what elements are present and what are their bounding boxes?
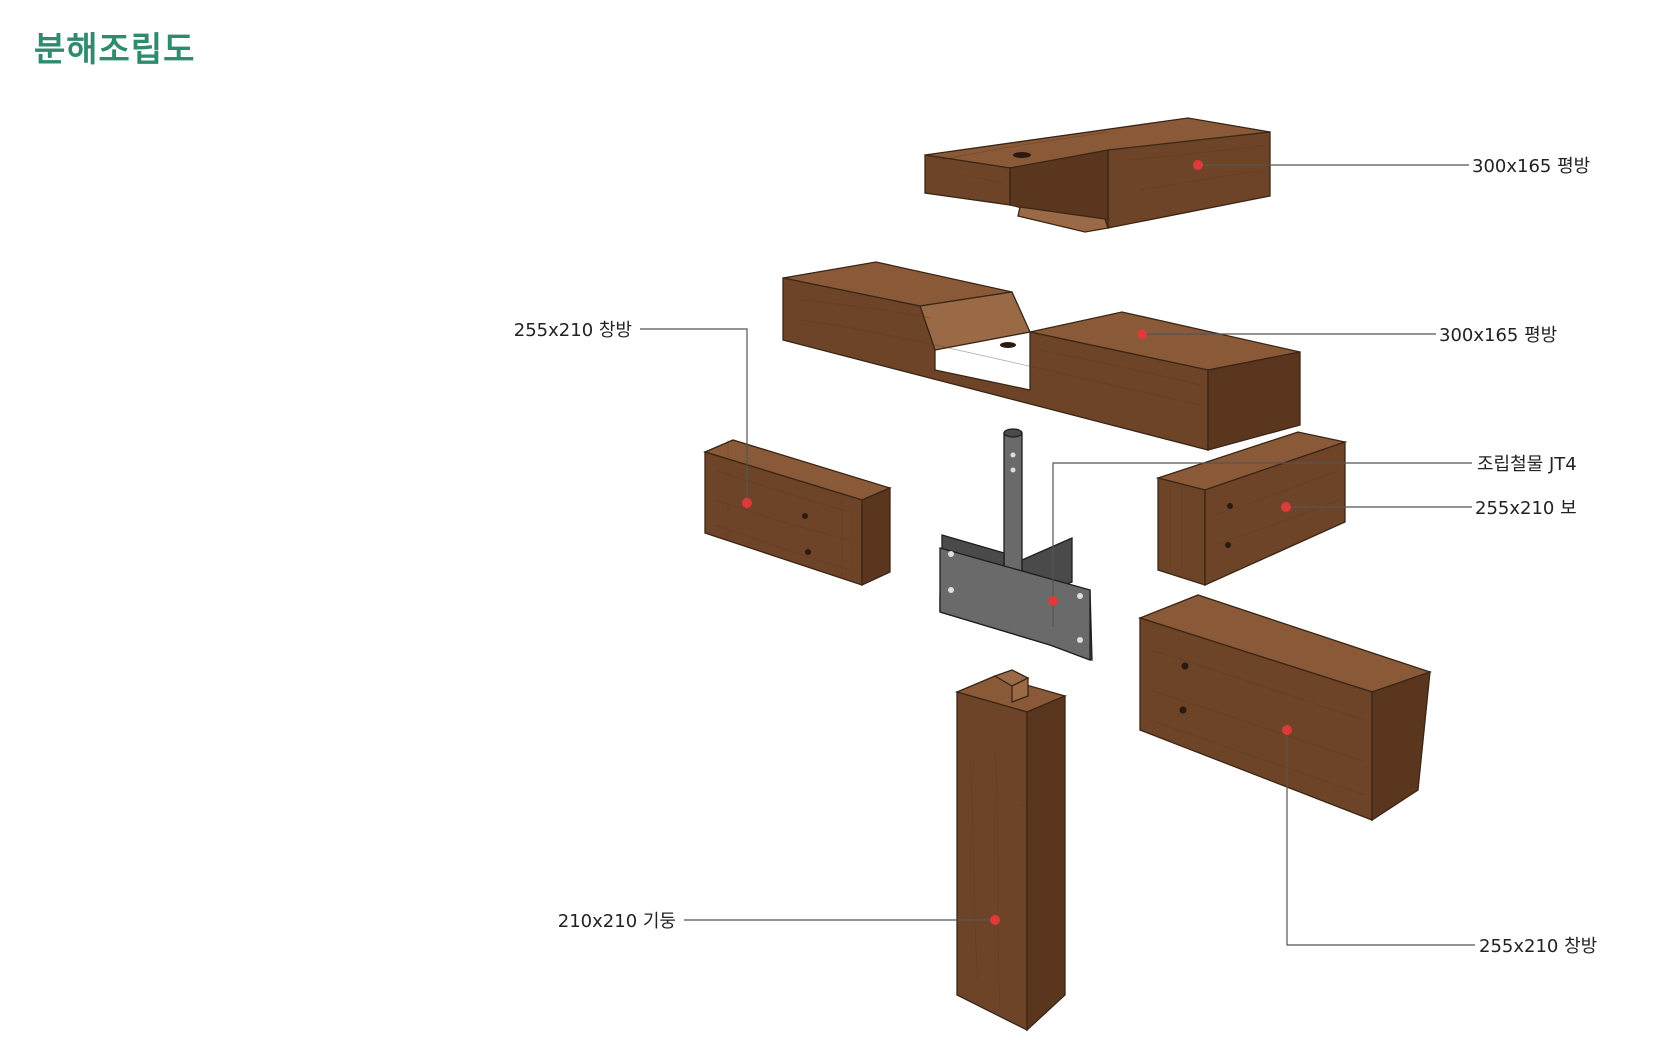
middle-beam-part [782, 261, 1301, 451]
marker-top-beam [1193, 160, 1203, 170]
post-part [955, 669, 1067, 1032]
label-mid-beam: 300x165 평방 [1439, 325, 1557, 346]
label-right-beam: 255x210 보 [1475, 498, 1577, 519]
marker-left-lintel [742, 498, 752, 508]
label-top-beam: 300x165 평방 [1472, 156, 1590, 177]
marker-mid-beam [1137, 329, 1147, 339]
label-hardware: 조립철물 JT4 [1477, 454, 1577, 475]
top-beam-part [924, 117, 1271, 233]
marker-right-beam [1281, 502, 1291, 512]
marker-lower-lintel [1282, 725, 1292, 735]
lower-lintel-part [1138, 594, 1433, 822]
hardware-part [939, 428, 1093, 661]
label-post: 210x210 기둥 [558, 911, 676, 932]
marker-hardware [1048, 596, 1058, 606]
right-beam-part [1155, 431, 1348, 587]
label-left-lintel: 255x210 창방 [514, 320, 632, 341]
marker-post [990, 915, 1000, 925]
page-title: 분해조립도 [34, 30, 196, 70]
label-lower-lintel: 255x210 창방 [1479, 936, 1597, 957]
left-lintel-part [703, 439, 892, 587]
